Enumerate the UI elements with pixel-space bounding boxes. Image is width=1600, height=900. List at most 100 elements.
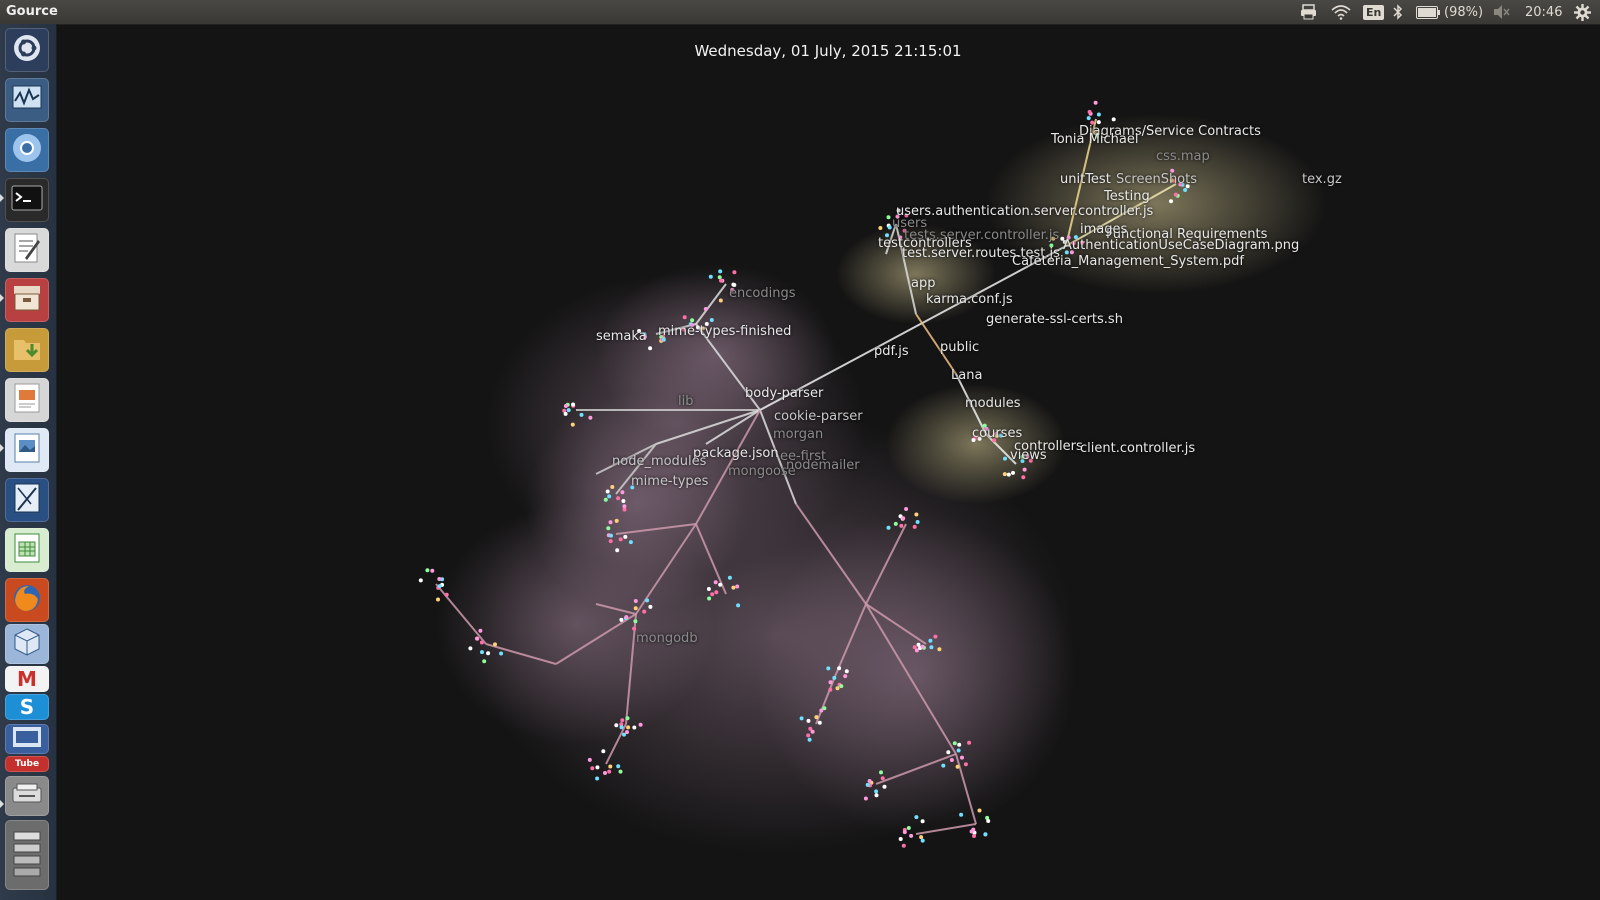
file-node	[906, 826, 911, 830]
file-node	[603, 497, 608, 502]
file-node	[992, 438, 997, 443]
gmail-icon: M	[17, 667, 37, 691]
file-node	[839, 684, 844, 689]
file-label: semaka	[596, 329, 647, 344]
file-node	[587, 757, 592, 762]
file-node	[727, 575, 732, 580]
branch-glow	[436, 504, 716, 744]
file-node	[621, 499, 626, 503]
file-node	[898, 235, 903, 240]
file-node	[1060, 236, 1065, 241]
file-label: users.authentication.server.controller.j…	[896, 204, 1154, 219]
firefox-icon	[11, 582, 43, 618]
printer-icon[interactable]	[1300, 3, 1317, 21]
file-label: app	[911, 276, 936, 291]
file-node	[843, 674, 848, 679]
file-node	[563, 411, 568, 416]
bluetooth-icon[interactable]	[1393, 3, 1403, 21]
file-node	[570, 422, 575, 427]
file-node	[703, 307, 708, 311]
launcher-item-terminal[interactable]	[5, 178, 49, 222]
file-node	[681, 327, 686, 332]
launcher-item-impress[interactable]	[5, 378, 49, 422]
launcher-item-gmail[interactable]: M	[5, 666, 49, 692]
file-node	[994, 434, 999, 438]
file-node	[985, 815, 990, 820]
file-node	[967, 740, 972, 745]
launcher-item-files-stack[interactable]	[5, 820, 49, 890]
file-label: morgan	[773, 427, 824, 442]
file-node	[914, 815, 919, 820]
launcher-item-archive-manager[interactable]	[5, 278, 49, 322]
file-node	[832, 675, 837, 680]
volume-muted-icon[interactable]	[1493, 3, 1511, 21]
visualization-date: Wednesday, 01 July, 2015 21:15:01	[694, 42, 962, 60]
file-label: views	[1010, 448, 1047, 463]
launcher: M S Tube	[0, 24, 57, 900]
file-node	[478, 628, 483, 633]
file-node	[619, 722, 624, 727]
launcher-item-calc[interactable]	[5, 528, 49, 572]
launcher-item-draw[interactable]	[5, 478, 49, 522]
wifi-icon[interactable]	[1331, 3, 1351, 21]
file-node	[867, 779, 872, 783]
file-node	[914, 648, 919, 653]
launcher-item-youtube-dl[interactable]: Tube	[5, 756, 49, 772]
file-node	[1021, 475, 1026, 480]
directory-branch	[759, 409, 797, 505]
file-node	[614, 518, 619, 523]
file-node	[983, 832, 988, 837]
file-node	[444, 592, 449, 597]
file-node	[1025, 454, 1030, 459]
directory-branch	[835, 603, 867, 675]
directory-branch	[915, 823, 977, 835]
keyboard-language-indicator[interactable]: En	[1363, 3, 1385, 21]
file-node	[618, 769, 623, 774]
cube-icon	[13, 627, 41, 661]
running-indicator	[0, 294, 4, 302]
launcher-item-firefox[interactable]	[5, 578, 49, 622]
file-node	[901, 516, 906, 521]
scanner-icon	[11, 782, 43, 810]
directory-branch	[695, 323, 761, 411]
file-node	[690, 318, 695, 323]
file-node	[817, 720, 822, 725]
file-node	[909, 833, 914, 838]
launcher-item-text-editor[interactable]	[5, 228, 49, 272]
file-node	[622, 507, 627, 512]
file-node	[632, 725, 637, 730]
launcher-item-skype[interactable]: S	[5, 694, 49, 720]
clock[interactable]: 20:46	[1525, 4, 1563, 20]
file-node	[880, 776, 885, 781]
directory-branch	[885, 223, 897, 255]
file-node	[480, 650, 484, 655]
file-node	[1086, 116, 1091, 121]
launcher-item-downloads[interactable]	[5, 328, 49, 372]
launcher-item-kdenlive[interactable]	[5, 724, 49, 754]
file-node	[1096, 120, 1101, 125]
file-label: lib	[678, 394, 694, 409]
launcher-item-chromium[interactable]	[5, 128, 49, 172]
battery-percent: (98%)	[1444, 4, 1484, 20]
file-node	[622, 504, 627, 509]
directory-branch	[485, 643, 557, 665]
file-label: Tonia Michael	[1051, 132, 1139, 147]
file-node	[620, 718, 625, 723]
settings-gear-icon[interactable]	[1574, 3, 1591, 21]
battery-indicator[interactable]: (98%)	[1416, 3, 1483, 21]
dash-home-button[interactable]	[5, 28, 49, 72]
directory-branch	[705, 409, 761, 445]
branch-glow	[886, 384, 1066, 504]
file-node	[998, 433, 1003, 438]
gource-visualization[interactable]: Wednesday, 01 July, 2015 21:15:01 Diagra…	[56, 24, 1600, 900]
launcher-item-image-viewer[interactable]	[5, 428, 49, 472]
file-node	[605, 489, 610, 494]
launcher-item-virtualbox[interactable]	[5, 624, 49, 664]
file-node	[437, 584, 442, 589]
text-editor-icon	[13, 232, 41, 268]
app-title: Gource	[6, 4, 58, 19]
launcher-item-scanner[interactable]	[5, 776, 49, 816]
directory-branch	[595, 443, 657, 475]
file-node	[893, 521, 898, 526]
launcher-item-system-monitor[interactable]	[5, 78, 49, 122]
